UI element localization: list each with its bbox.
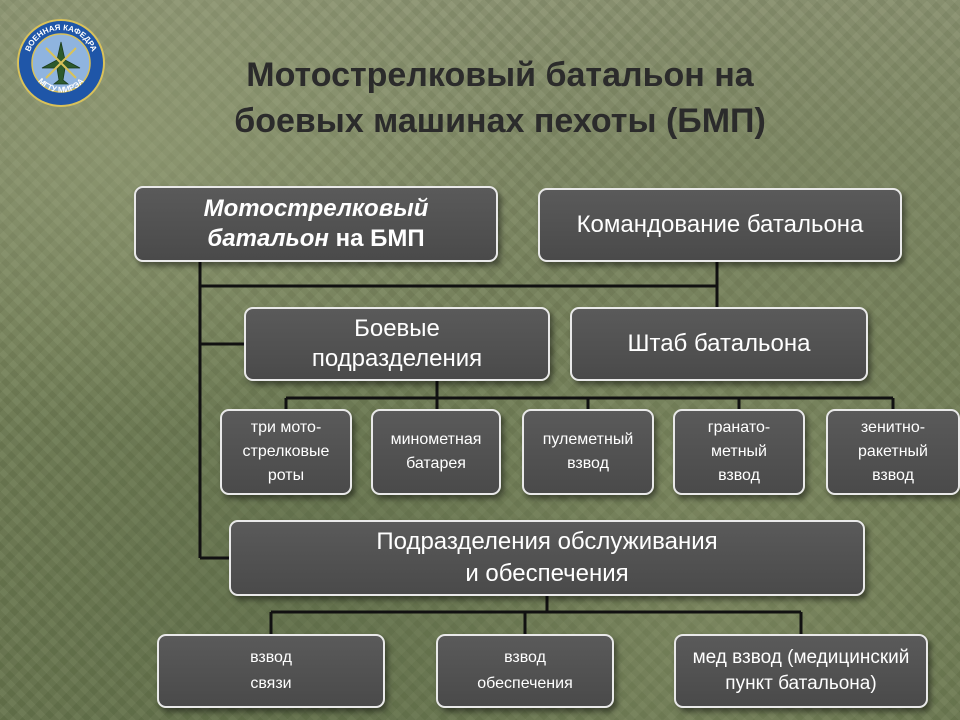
- box-machine-gun-platoon: пулеметный взвод: [522, 409, 654, 495]
- box-medical-platoon: мед взвод (медицинский пункт батальона): [674, 634, 928, 708]
- box-battalion-command: Командование батальона: [538, 188, 902, 262]
- unit-3-line-2: взвод: [567, 455, 609, 472]
- unit-5-line-1: зенитно-: [860, 419, 926, 436]
- bottom-2-line-1: взвод: [504, 649, 546, 666]
- box-mortar-battery: минометная батарея: [371, 409, 501, 495]
- bottom-2-line-2: обеспечения: [477, 675, 573, 692]
- bottom-1-line-2: связи: [250, 675, 292, 692]
- military-department-logo: ВОЕННАЯ КАФЕДРА МГТУ МИРЭА: [16, 18, 106, 108]
- emblem-icon: ВОЕННАЯ КАФЕДРА МГТУ МИРЭА: [17, 19, 105, 107]
- box-supply-platoon: взвод обеспечения: [436, 634, 614, 708]
- box-service-support-units: Подразделения обслуживания и обеспечения: [229, 520, 865, 596]
- command-label: Командование батальона: [576, 211, 864, 238]
- title-line-1: Мотострелковый батальон на: [246, 56, 754, 94]
- combat-line-1: Боевые: [354, 315, 440, 342]
- unit-1-line-1: три мото-: [250, 419, 322, 436]
- unit-5-line-2: ракетный: [858, 443, 928, 460]
- box-signal-platoon: взвод связи: [157, 634, 385, 708]
- box-motorized-battalion: Мотострелковый батальон на БМП: [134, 186, 498, 262]
- unit-4-line-1: гранато-: [707, 419, 771, 436]
- box-motor-rifle-companies: три мото- стрелковые роты: [220, 409, 352, 495]
- box-air-defense-platoon: зенитно- ракетный взвод: [826, 409, 960, 495]
- combat-line-2: подразделения: [311, 345, 483, 372]
- main-rest: на БМП: [328, 225, 425, 252]
- unit-2-line-2: батарея: [406, 455, 466, 472]
- unit-4-line-3: взвод: [718, 467, 760, 484]
- service-line-2: и обеспечения: [465, 560, 629, 587]
- unit-3-line-1: пулеметный: [542, 431, 634, 448]
- unit-1-line-2: стрелковые: [242, 443, 330, 460]
- box-battalion-hq: Штаб батальона: [570, 307, 868, 381]
- unit-1-line-3: роты: [267, 467, 305, 484]
- box-combat-units: Боевые подразделения: [244, 307, 550, 381]
- unit-4-line-2: метный: [711, 443, 767, 460]
- page-title: Мотострелковый батальон на боевых машина…: [180, 52, 820, 144]
- unit-5-line-3: взвод: [872, 467, 914, 484]
- main-line-2: батальон на БМП: [207, 224, 424, 254]
- bottom-3-line-2: пункт батальона): [725, 673, 877, 694]
- main-line-1: Мотострелковый: [203, 195, 429, 222]
- box-grenade-launcher-platoon: гранато- метный взвод: [673, 409, 805, 495]
- bottom-1-line-1: взвод: [250, 649, 292, 666]
- main-italic-word: батальон: [207, 225, 329, 252]
- service-line-1: Подразделения обслуживания: [376, 528, 718, 555]
- title-line-2: боевых машинах пехоты (БМП): [234, 102, 766, 140]
- hq-label: Штаб батальона: [627, 330, 811, 357]
- bottom-3-line-1: мед взвод (медицинский: [692, 647, 910, 668]
- unit-2-line-1: минометная: [390, 431, 482, 448]
